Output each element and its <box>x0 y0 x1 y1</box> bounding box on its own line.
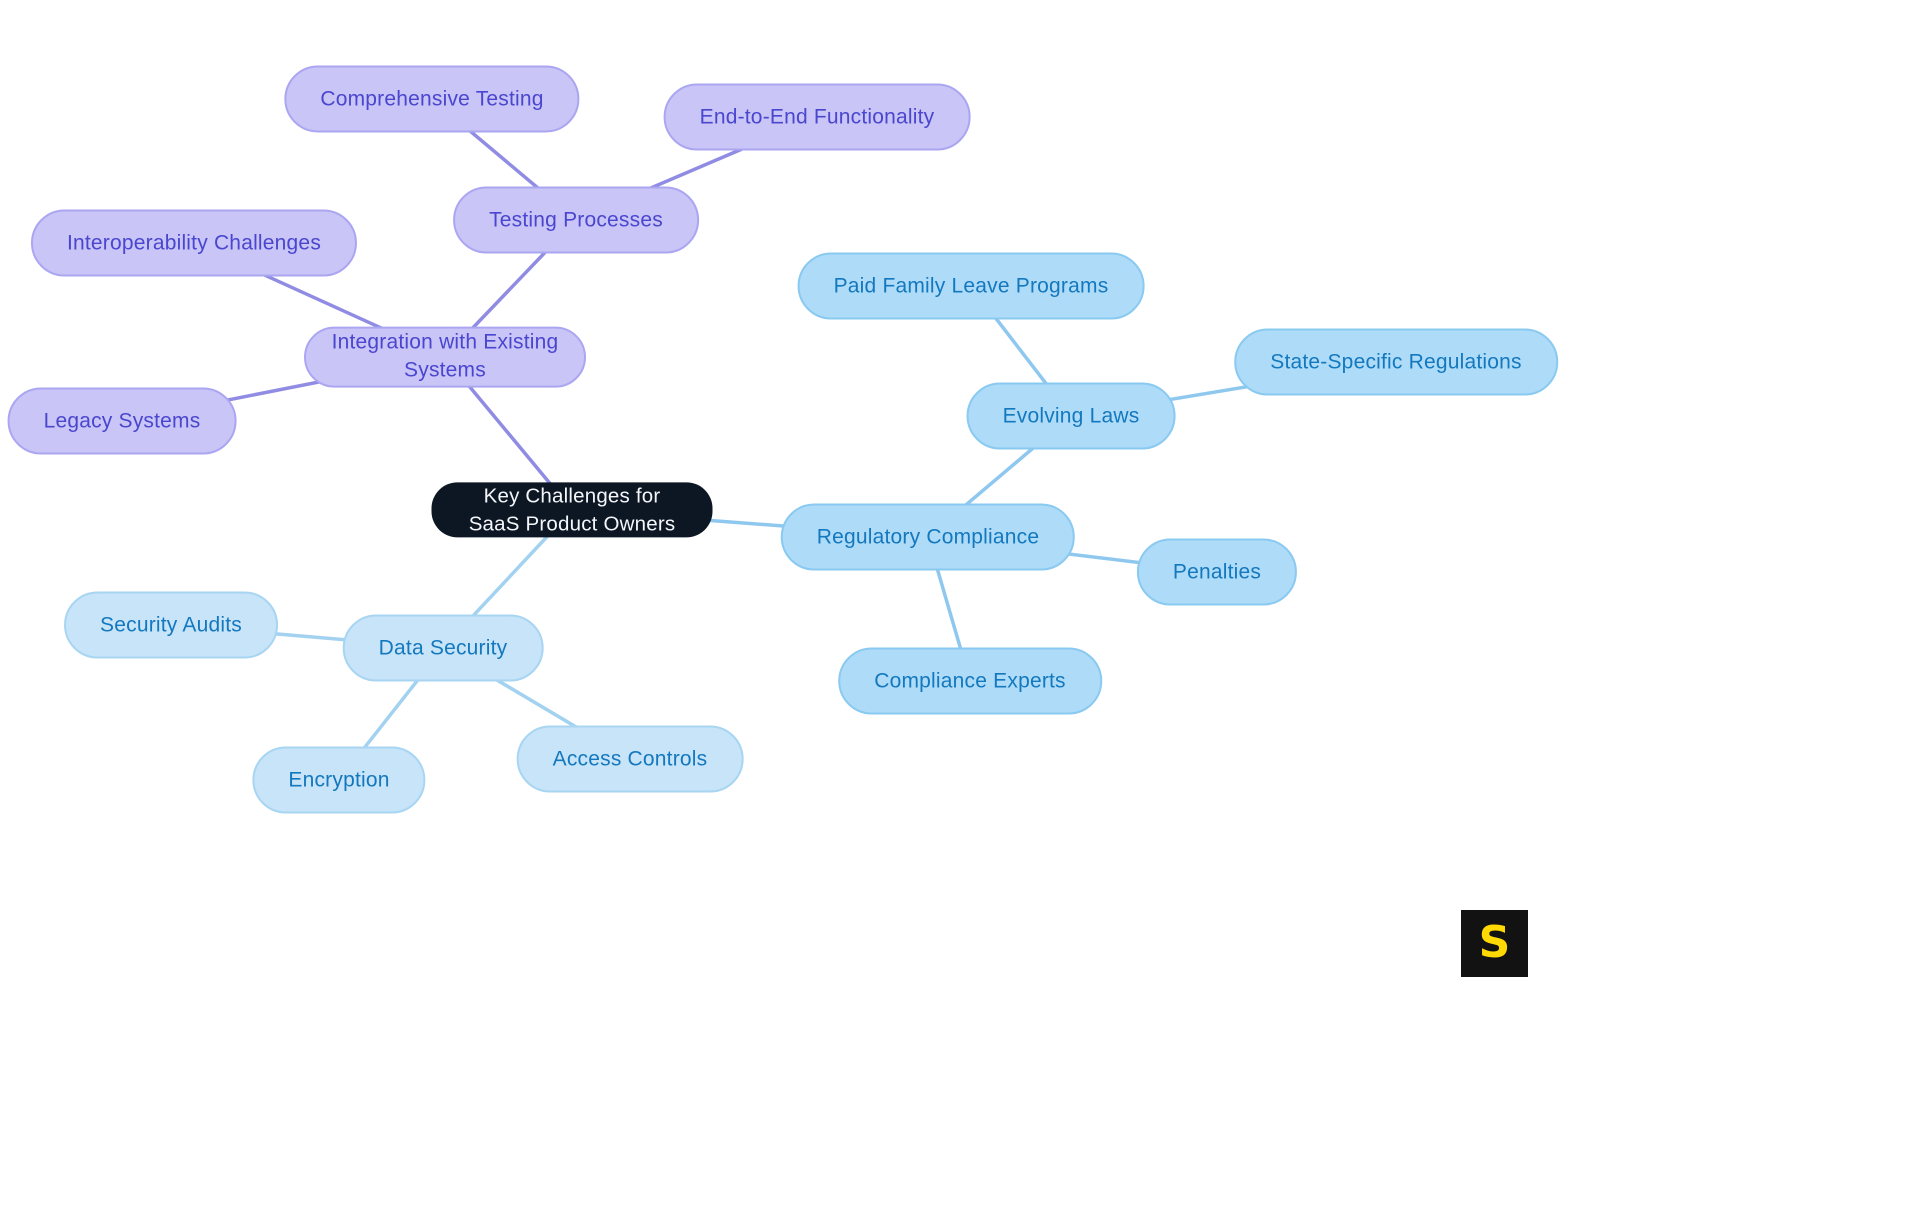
node-comprehensive-testing[interactable]: Comprehensive Testing <box>284 65 580 133</box>
node-legacy-systems[interactable]: Legacy Systems <box>7 387 237 455</box>
node-access-controls[interactable]: Access Controls <box>516 725 744 793</box>
node-testing-processes[interactable]: Testing Processes <box>453 186 699 254</box>
brand-logo: S <box>1461 910 1528 977</box>
node-state-specific-regulations[interactable]: State-Specific Regulations <box>1234 328 1558 396</box>
node-evolving-laws[interactable]: Evolving Laws <box>966 382 1176 450</box>
brand-logo-letter: S <box>1478 916 1511 968</box>
node-end-to-end-functionality[interactable]: End-to-End Functionality <box>663 83 971 151</box>
node-paid-family-leave-programs[interactable]: Paid Family Leave Programs <box>797 252 1145 320</box>
node-center-key-challenges[interactable]: Key Challenges for SaaS Product Owners <box>431 482 713 538</box>
node-security-audits[interactable]: Security Audits <box>64 591 278 659</box>
node-encryption[interactable]: Encryption <box>252 746 426 814</box>
node-regulatory-compliance[interactable]: Regulatory Compliance <box>780 503 1076 571</box>
node-data-security[interactable]: Data Security <box>342 614 544 682</box>
node-penalties[interactable]: Penalties <box>1136 538 1298 606</box>
node-interoperability-challenges[interactable]: Interoperability Challenges <box>30 209 358 277</box>
node-integration-with-existing-systems[interactable]: Integration with Existing Systems <box>304 326 586 388</box>
node-compliance-experts[interactable]: Compliance Experts <box>838 647 1102 715</box>
